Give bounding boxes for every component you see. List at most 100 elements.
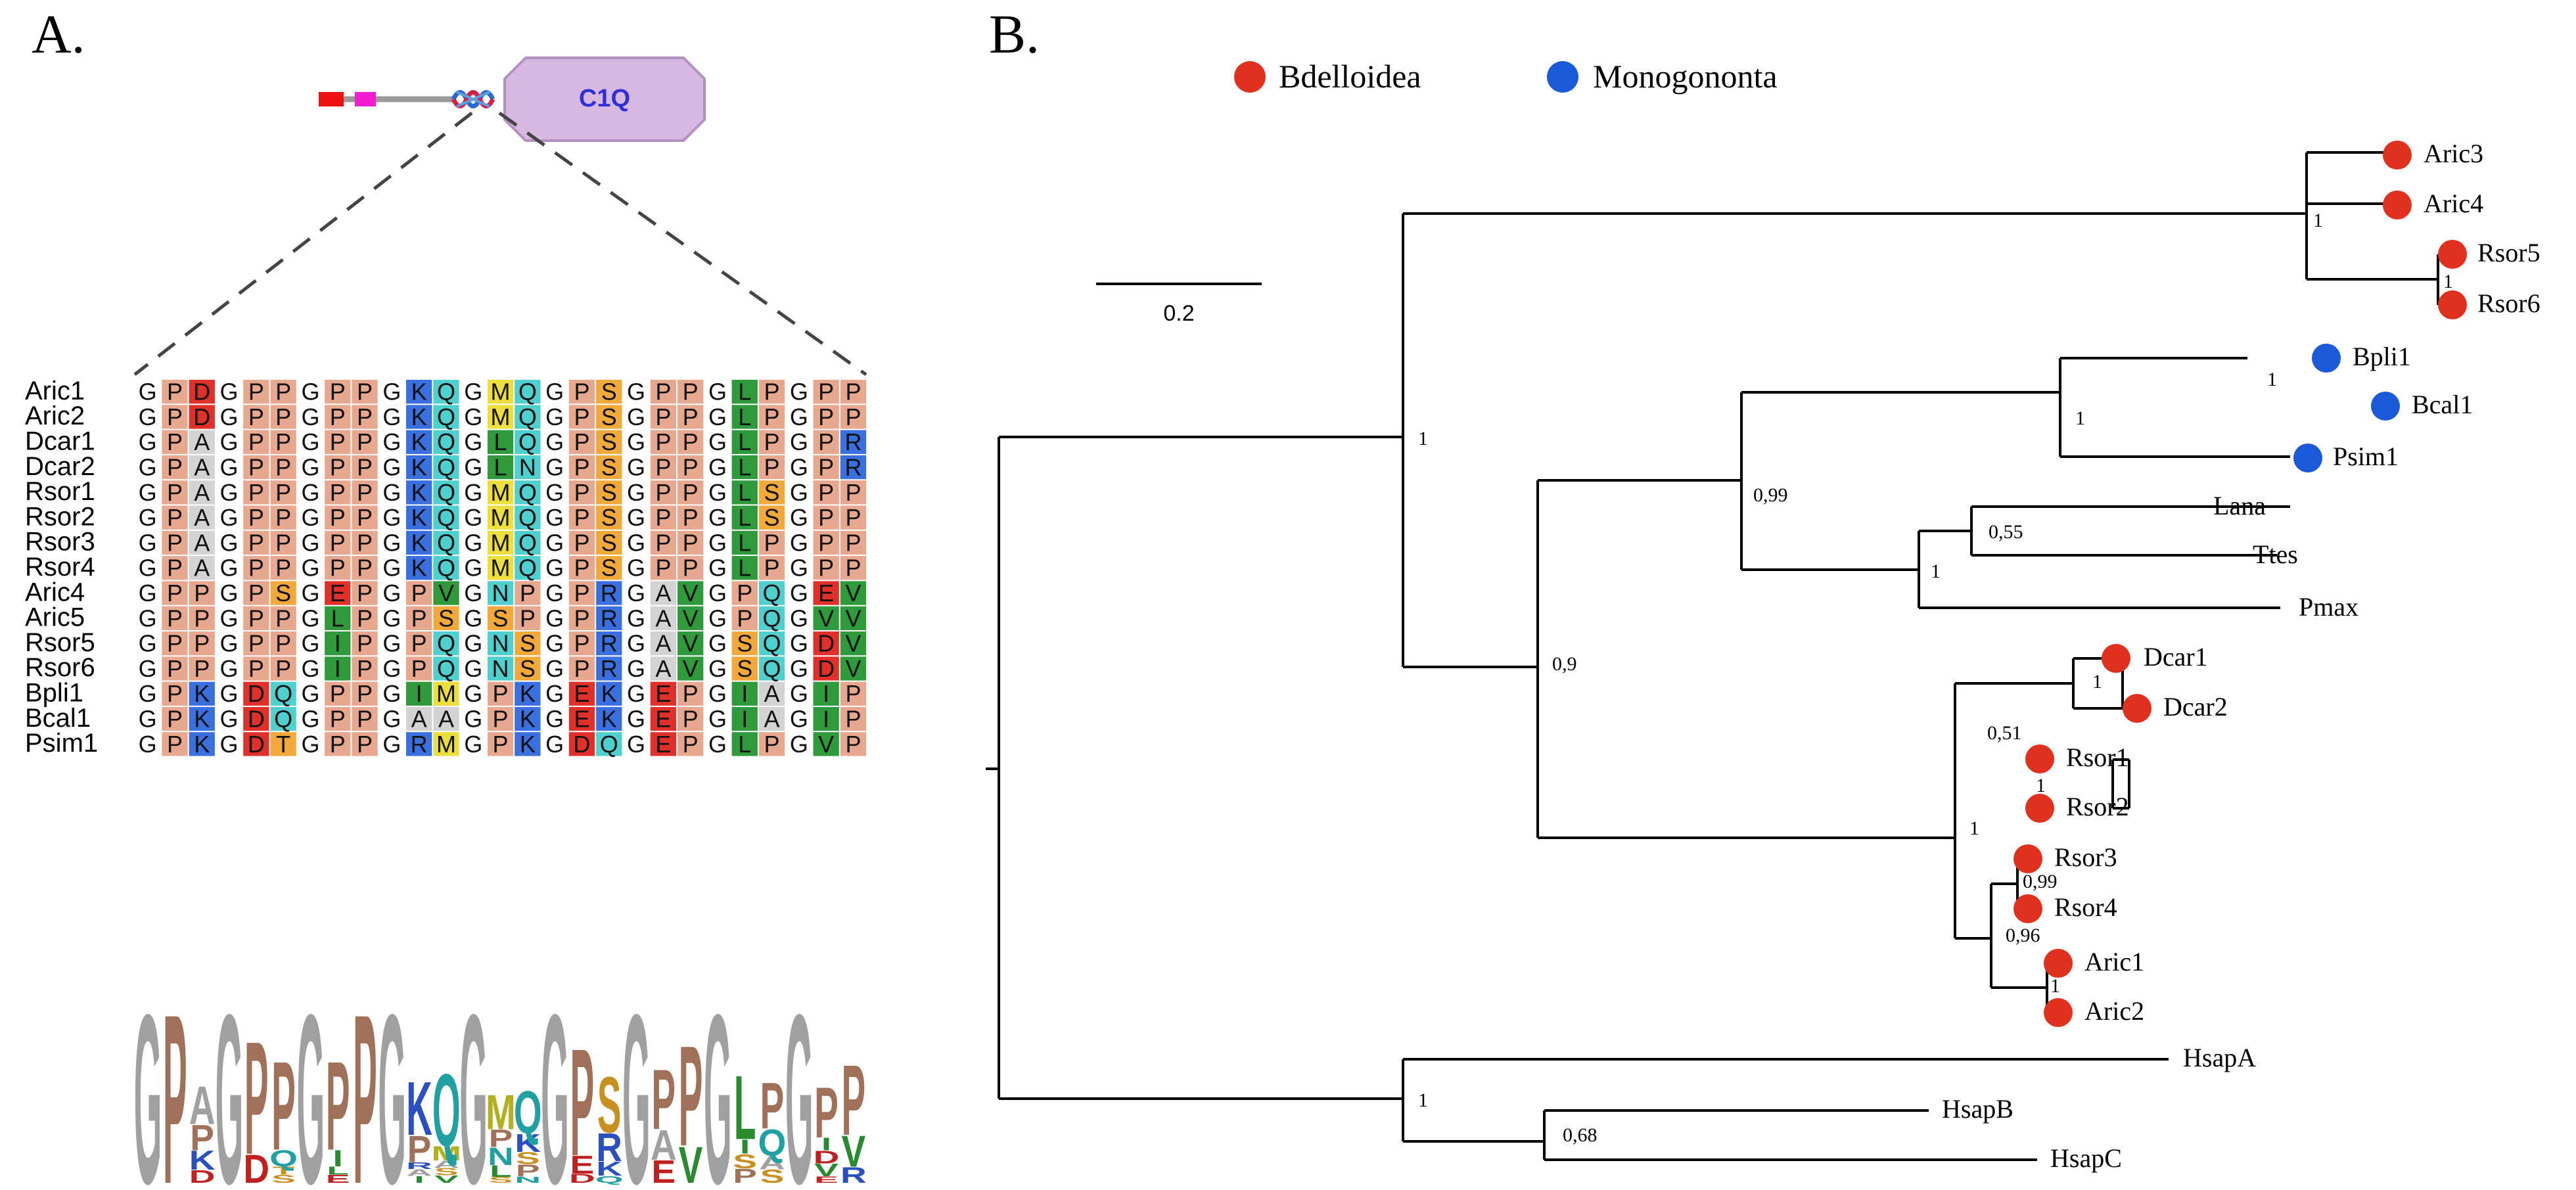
residue-letter: G — [464, 630, 482, 657]
residue-cell — [270, 430, 296, 454]
residue-letter: G — [139, 706, 157, 733]
residue-cell — [297, 455, 324, 480]
logo-letter: P — [760, 1070, 785, 1143]
residue-letter: L — [738, 731, 751, 758]
logo-letter: R — [596, 1126, 622, 1170]
residue-cell — [758, 405, 785, 429]
residue-cell — [162, 656, 188, 681]
residue-letter: P — [357, 630, 373, 657]
residue-letter: P — [275, 428, 291, 455]
residue-cell — [297, 706, 324, 731]
residue-letter: G — [301, 504, 319, 531]
residue-letter: D — [817, 655, 835, 682]
residue-letter: A — [411, 706, 427, 733]
residue-letter: G — [301, 378, 319, 405]
residue-cell — [325, 505, 351, 530]
residue-letter: G — [139, 529, 157, 556]
residue-cell — [650, 606, 676, 630]
residue-letter: P — [275, 655, 291, 682]
logo-letter: A — [651, 1120, 677, 1168]
logo-letter: V — [434, 1174, 459, 1185]
residue-cell — [568, 530, 595, 555]
residue-letter: K — [194, 706, 210, 733]
support-label: 0,55 — [1989, 521, 2023, 543]
residue-cell — [786, 505, 812, 530]
residue-cell — [596, 631, 622, 656]
residue-cell — [379, 606, 405, 630]
logo-letter: P — [244, 1008, 269, 1189]
residue-letter: P — [655, 529, 671, 556]
residue-letter: E — [655, 731, 671, 758]
residue-letter: L — [738, 479, 751, 506]
support-label: 1 — [1969, 817, 1979, 839]
residue-cell — [758, 505, 785, 530]
residue-letter: G — [464, 504, 482, 531]
residue-cell — [243, 455, 269, 480]
residue-letter: P — [493, 680, 509, 707]
logo-letter: E — [651, 1155, 676, 1190]
residue-cell — [650, 581, 676, 605]
residue-letter: I — [741, 706, 748, 733]
residue-letter: P — [655, 378, 671, 405]
residue-letter: G — [464, 555, 482, 582]
residue-letter: G — [627, 504, 645, 531]
residue-cell — [515, 455, 541, 480]
residue-letter: G — [545, 454, 564, 481]
residue-cell — [487, 430, 514, 454]
residue-letter: G — [301, 428, 319, 455]
residue-cell — [297, 556, 324, 580]
residue-cell — [352, 505, 378, 530]
residue-cell — [297, 606, 324, 630]
residue-cell — [433, 505, 459, 530]
residue-cell — [487, 681, 514, 706]
residue-letter: G — [708, 403, 727, 430]
residue-cell — [243, 581, 269, 605]
residue-cell — [297, 380, 324, 404]
residue-cell — [297, 581, 324, 605]
residue-letter: P — [520, 580, 536, 606]
residue-letter: P — [357, 403, 373, 430]
residue-letter: P — [357, 555, 373, 582]
residue-cell — [460, 706, 486, 731]
residue-letter: G — [220, 504, 239, 531]
residue-cell — [840, 556, 867, 580]
residue-cell — [189, 732, 215, 756]
residue-cell — [840, 581, 867, 605]
residue-letter: G — [627, 605, 645, 631]
residue-letter: P — [275, 454, 291, 481]
residue-letter: L — [331, 605, 344, 631]
residue-cell — [243, 706, 269, 731]
residue-letter: P — [167, 706, 183, 733]
residue-cell — [162, 405, 188, 429]
leaf-label-rsor5: Rsor5 — [2477, 238, 2541, 267]
logo-letter: P — [326, 1036, 350, 1178]
residue-cell — [650, 530, 676, 555]
domain-architecture: C1Q — [319, 57, 706, 142]
residue-cell — [270, 380, 296, 404]
residue-letter: G — [627, 731, 645, 758]
residue-cell — [352, 480, 378, 505]
residue-cell — [433, 405, 459, 429]
residue-letter: S — [601, 428, 617, 455]
residue-cell — [270, 455, 296, 480]
residue-cell — [406, 380, 432, 404]
residue-letter: K — [520, 731, 536, 758]
residue-letter: P — [411, 580, 427, 606]
residue-letter: Q — [763, 655, 781, 682]
residue-letter: G — [545, 655, 564, 682]
sequence-name: Dcar2 — [25, 452, 95, 481]
residue-cell — [541, 656, 568, 681]
residue-letter: P — [167, 605, 183, 631]
residue-letter: G — [464, 706, 482, 733]
residue-cell — [515, 430, 541, 454]
residue-cell — [379, 530, 405, 555]
leaf-label-ttes: Ttes — [2253, 539, 2298, 569]
residue-cell — [840, 530, 867, 555]
residue-letter: P — [574, 555, 589, 582]
residue-letter: G — [627, 680, 645, 707]
residue-cell — [813, 681, 839, 706]
residue-cell — [243, 606, 269, 630]
residue-cell — [678, 455, 704, 480]
scale-bar: 0.2 — [1096, 283, 1262, 326]
residue-letter: G — [382, 504, 401, 531]
